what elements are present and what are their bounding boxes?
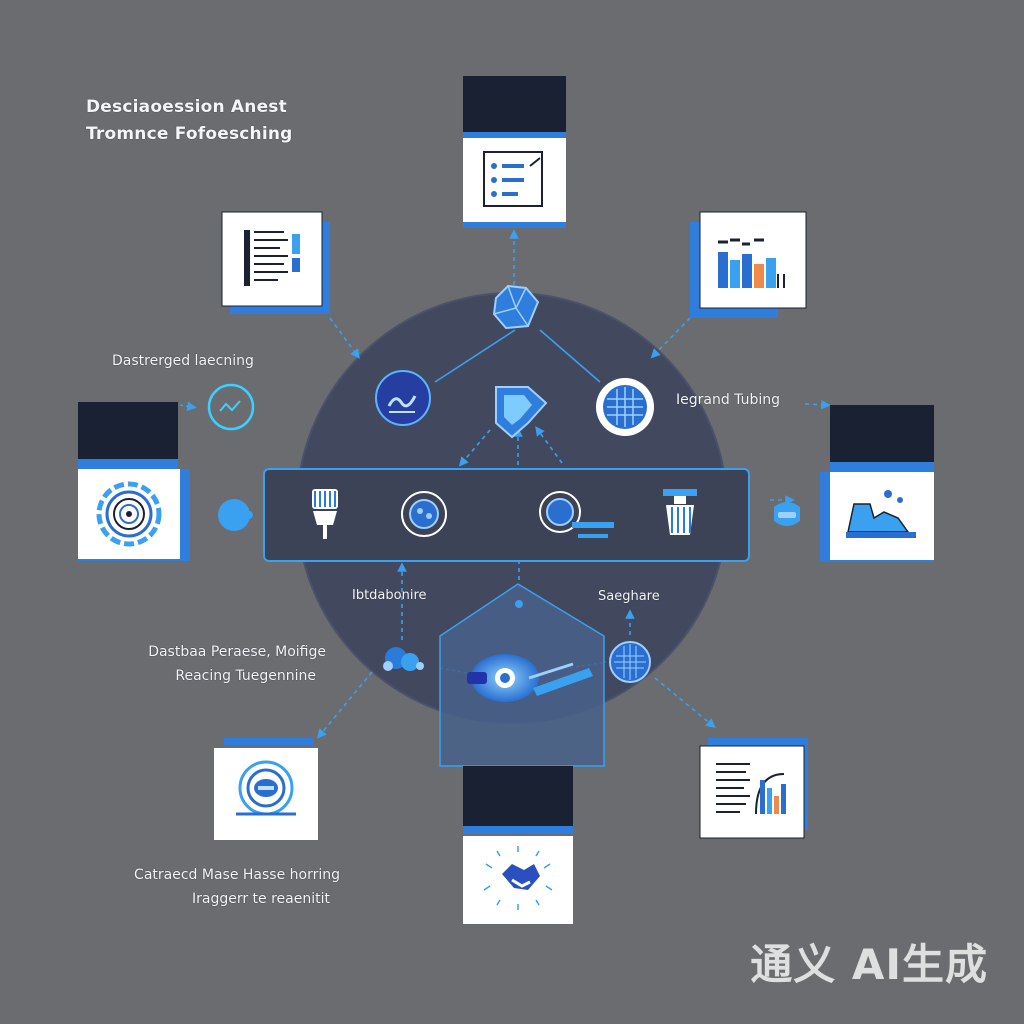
checklist-icon — [483, 151, 543, 207]
connector-left-small — [179, 401, 197, 411]
chart-line-icon — [207, 383, 255, 431]
label-left-top: Dastrerged laecning — [112, 353, 254, 369]
globe-grid-icon — [596, 378, 654, 436]
handshake-icon — [483, 846, 553, 910]
blob-right-icon — [774, 502, 800, 526]
title-line-2: Tromnce Fofoesching — [86, 124, 293, 144]
cluster-left-icon — [383, 647, 424, 671]
label-left-bottom-1: Catraecd Mase Hasse horring — [134, 867, 340, 883]
label-center-left: Ibtdabonire — [352, 588, 427, 603]
watermark: 通义 AI生成 — [750, 940, 988, 989]
card-building[interactable] — [820, 405, 934, 562]
connector-lower-left — [316, 671, 373, 739]
connector-shield-right — [535, 426, 563, 464]
connector-upper-left — [329, 317, 360, 359]
gear-tool-icon — [467, 654, 593, 702]
connector-hub-top — [434, 329, 516, 383]
connector-lower-right — [654, 677, 716, 729]
card-target[interactable] — [214, 738, 318, 840]
central-bar — [263, 468, 750, 562]
shield-icon — [495, 386, 548, 439]
face-scan-icon — [401, 491, 447, 537]
card-document-left[interactable] — [221, 211, 330, 314]
connector-hub-top-right — [539, 329, 601, 383]
label-right-mid: Iegrand Tubing — [676, 392, 781, 408]
label-center-right: Saeghare — [598, 589, 660, 604]
wave-circle-icon — [375, 370, 431, 426]
label-left-mid-2: Reacing Tuegennine — [175, 668, 316, 684]
target-icon — [236, 760, 296, 816]
connector-right-mid — [804, 399, 831, 410]
gem-icon — [492, 284, 540, 330]
card-report[interactable] — [699, 738, 808, 839]
blob-left-icon — [218, 499, 253, 531]
fingerprint-icon — [96, 481, 162, 547]
label-left-bottom-2: Iraggerr te reaenitit — [191, 891, 330, 907]
card-handshake[interactable] — [463, 766, 573, 924]
document-icon — [244, 230, 300, 286]
cup-icon — [663, 489, 697, 535]
connector-upper-right — [650, 317, 691, 359]
title-line-1: Desciaoession Anest — [86, 97, 287, 117]
card-bar-chart[interactable] — [690, 211, 807, 318]
brush-icon — [312, 489, 338, 539]
robot-scan-icon — [539, 491, 614, 538]
card-checklist[interactable] — [463, 76, 566, 228]
label-left-mid-1: Dastbaa Peraese, Moifige — [148, 644, 326, 660]
building-icon — [846, 490, 916, 538]
mesh-sphere-icon — [609, 641, 651, 683]
report-icon — [716, 763, 786, 815]
pentagon-pin — [515, 600, 523, 608]
card-fingerprint[interactable] — [78, 402, 190, 561]
bar-chart-icon — [718, 238, 785, 288]
